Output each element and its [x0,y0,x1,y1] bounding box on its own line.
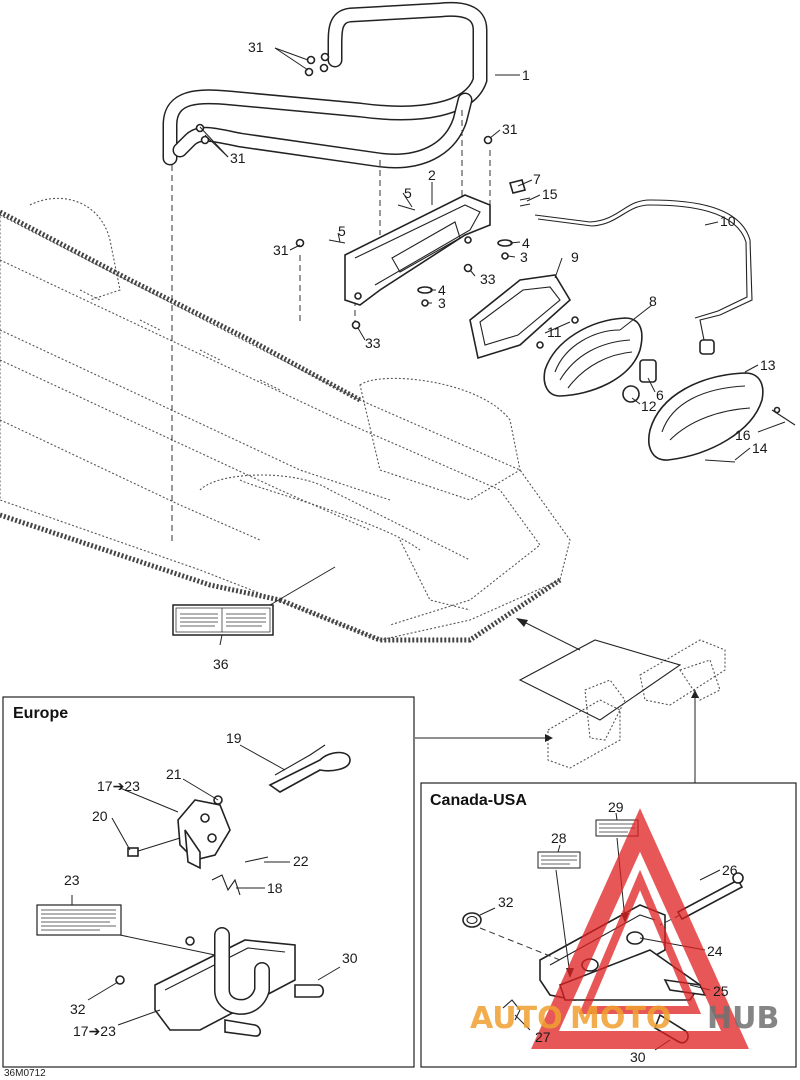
callout-17a: 17➔23 [97,778,140,794]
callout-30b: 30 [630,1049,646,1065]
watermark-part-c: HUB [707,1001,779,1036]
callout-8: 8 [649,293,657,309]
watermark-logo [531,808,749,1049]
callout-21: 21 [166,766,182,782]
europe-region [2,696,415,1068]
callout-6: 6 [656,387,664,403]
wire-harness [534,199,753,355]
canada-usa-title: Canada-USA [430,792,527,809]
callout-23: 23 [64,872,80,888]
taillight-lens [648,372,764,461]
taillight-housing [469,274,572,360]
callout-labels: 1 2 3 3 4 4 5 5 6 7 8 9 10 11 12 13 14 1… [4,39,776,1079]
callout-3a: 3 [520,249,528,265]
callout-13: 13 [760,357,776,373]
callout-33a: 33 [480,271,496,287]
callout-2: 2 [428,167,436,183]
bulb-and-socket [622,359,657,403]
grab-bar [162,1,488,169]
diagram-code: 36M0712 [4,1068,46,1079]
callout-15: 15 [542,186,558,202]
callout-31b: 31 [230,150,246,166]
callout-31c: 31 [502,121,518,137]
callout-4b: 4 [438,282,446,298]
watermark-text: AUTO MOTO HUB [470,1001,779,1036]
callout-16: 16 [735,427,751,443]
callout-12: 12 [641,398,657,414]
callout-20: 20 [92,808,108,824]
callout-19: 19 [226,730,242,746]
callout-9: 9 [571,249,579,265]
callout-1: 1 [522,67,530,83]
callout-5a: 5 [404,185,412,201]
callout-36: 36 [213,656,229,672]
callout-31d: 31 [273,242,289,258]
snowmobile-chassis [0,197,571,643]
callout-32b: 32 [498,894,514,910]
callout-3b: 3 [438,295,446,311]
callout-14: 14 [752,440,768,456]
lens-screws [704,406,796,463]
taillight-reflector [543,317,643,397]
callout-25: 25 [713,983,729,999]
callout-5b: 5 [338,223,346,239]
callout-22: 22 [293,853,309,869]
callout-30a: 30 [342,950,358,966]
callout-10: 10 [720,213,736,229]
callout-31a: 31 [248,39,264,55]
watermark-part-a: AUTO [470,1001,563,1036]
bracket [344,194,491,306]
callout-32a: 32 [70,1001,86,1017]
hitch-variants-overview [518,639,726,769]
callout-11: 11 [547,324,562,340]
warning-decal [172,604,274,636]
callout-18: 18 [267,880,283,896]
callout-24: 24 [707,943,723,959]
watermark-part-b: MOTO [570,1001,671,1036]
callout-7: 7 [533,171,541,187]
callout-26: 26 [722,862,738,878]
callout-4a: 4 [522,235,530,251]
callout-17b: 17➔23 [73,1023,116,1039]
callout-29: 29 [608,799,624,815]
leader-lines [199,47,786,783]
europe-title: Europe [13,705,68,722]
callout-27: 27 [535,1029,551,1045]
callout-33b: 33 [365,335,381,351]
callout-28: 28 [551,830,567,846]
